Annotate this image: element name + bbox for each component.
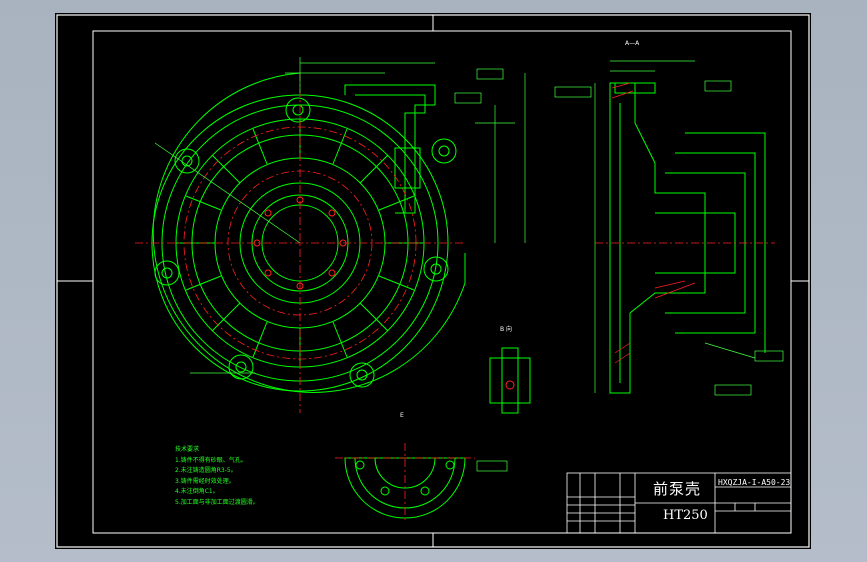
front-view (151, 72, 466, 393)
view-e-centerline (335, 443, 475, 523)
cad-viewport[interactable]: 技术要求 1.铸件不得有砂眼、气孔。 2.未注铸造圆角R3-5。 3.铸件需经时… (55, 13, 811, 549)
part-name: 前泵壳 (653, 480, 702, 498)
note-line-5: 5.加工面与非加工面过渡圆滑。 (175, 498, 259, 506)
view-b (489, 347, 531, 414)
technical-notes: 技术要求 1.铸件不得有砂眼、气孔。 2.未注铸造圆角R3-5。 3.铸件需经时… (175, 445, 259, 508)
note-line-3: 3.铸件需经时效处理。 (175, 477, 235, 485)
view-e-tolerance-box (476, 460, 508, 472)
title-block (566, 472, 792, 534)
section-a-view (609, 82, 766, 394)
radial-ribs (176, 119, 424, 367)
note-line-2: 2.未注铸造圆角R3-5。 (175, 467, 237, 474)
inner-border (92, 30, 792, 534)
engineering-drawing (56, 14, 810, 548)
section-a-label: A—A (625, 40, 640, 47)
view-e-label: E (400, 412, 404, 419)
front-dimensions (154, 57, 526, 374)
drawing-number: HXQZJA-I-A50-23 (718, 478, 791, 487)
section-a-dimensions (554, 60, 784, 396)
bolt-bosses (154, 97, 457, 388)
note-line-1: 1.铸件不得有砂眼、气孔。 (175, 456, 247, 464)
section-a-hatch (611, 82, 696, 364)
material-label: HT250 (663, 508, 708, 523)
section-b-label: B 向 (500, 326, 513, 333)
note-line-4: 4.未注倒角C1。 (175, 488, 219, 495)
notes-heading: 技术要求 (175, 446, 200, 453)
